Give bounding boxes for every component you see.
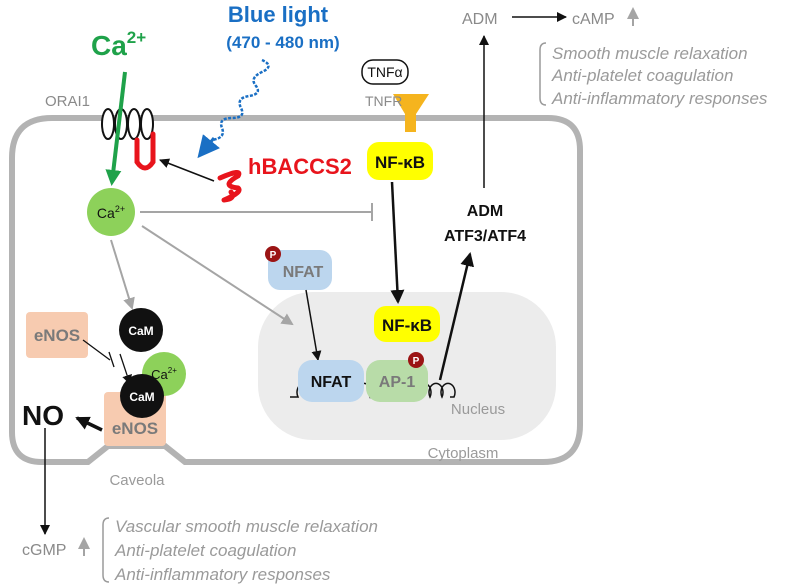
nfkb-nucleus-label: NF-κB [382, 316, 432, 335]
bottom-left-effect-3: Anti-inflammatory responses [114, 565, 331, 584]
nfkb-nucleus-box [374, 306, 440, 342]
atf-label: ATF3/ATF4 [444, 228, 526, 245]
nfat-phospho-dot [265, 246, 281, 262]
cytoplasm-label: Cytoplasm [428, 445, 499, 462]
nfkb-cytoplasm-label: NF-κB [375, 153, 425, 172]
blue-light-arrowhead [197, 134, 220, 159]
nucleus-label: Nucleus [451, 401, 505, 418]
enos-inactive-box [26, 312, 88, 358]
top-right-effect-1: Smooth muscle relaxation [552, 44, 748, 63]
cgmp-label: cGMP [22, 542, 66, 559]
ap1-phospho-p: P [413, 356, 420, 367]
nfat-phospho-label: NFAT [283, 264, 324, 281]
hbaccs2-coil-shape [217, 170, 242, 203]
bottom-left-effect-2: Anti-platelet coagulation [114, 541, 296, 560]
top-right-bracket [539, 42, 547, 106]
nfat-nucleus-box [298, 360, 364, 402]
top-right-adm-label: ADM [462, 11, 498, 28]
cam-free-node [119, 308, 163, 352]
blue-light-wave [211, 58, 270, 142]
tnfr-receptor [393, 94, 429, 132]
nfkb-translocation-arrow [390, 181, 405, 304]
ap1-phospho-dot [408, 352, 424, 368]
calcium-bound-label: Ca2+ [151, 366, 177, 382]
tnfr-label: TNFR [365, 93, 402, 109]
enos-inhibition-line [82, 339, 111, 361]
calcium-intracellular-node [87, 188, 135, 236]
nfat-nucleus-label: NFAT [311, 374, 352, 391]
top-right-effect-2: Anti-platelet coagulation [551, 66, 733, 85]
calcium-extracellular-label: Ca2+ [91, 28, 146, 61]
orai1-label: ORAI1 [45, 93, 90, 110]
nfkb-cytoplasm-box [367, 142, 433, 180]
top-right-camp-label: cAMP [572, 11, 615, 28]
nfat-translocation-arrow [305, 289, 322, 361]
cam-bound-node [120, 374, 164, 418]
cam-free-label: CaM [128, 324, 153, 338]
enos-to-no-arrow [75, 416, 103, 432]
tnf-alpha-label: TNFα [367, 64, 402, 80]
blue-light-range: (470 - 480 nm) [226, 33, 339, 52]
top-right-effect-3: Anti-inflammatory responses [551, 89, 768, 108]
enos-inactive-label: eNOS [34, 326, 80, 345]
stim-loop-shape [134, 131, 156, 171]
adm-label: ADM [467, 203, 503, 220]
calcium-influx-arrow [105, 71, 127, 186]
ap1-label: AP-1 [379, 374, 416, 391]
no-label: NO [22, 400, 64, 431]
hbaccs2-label: hBACCS2 [248, 154, 352, 179]
enos-inhibition-bar [108, 351, 115, 368]
calcium-intracellular-label: Ca2+ [97, 204, 125, 221]
nfat-phospho-box [268, 250, 332, 290]
tnf-alpha-box [361, 59, 409, 85]
bottom-left-effect-1: Vascular smooth muscle relaxation [115, 517, 378, 536]
cam-bound-label: CaM [129, 390, 154, 404]
calcium-to-nfat-arrow [141, 225, 294, 326]
blue-light-title: Blue light [228, 2, 329, 27]
nfat-phospho-p: P [270, 250, 277, 261]
gene-expression-arrow [438, 252, 475, 381]
ap1-box [366, 360, 428, 402]
enos-active-label: eNOS [112, 419, 158, 438]
calcium-to-cam-arrow [110, 239, 135, 310]
bottom-left-bracket [102, 517, 110, 583]
caveola-label: Caveola [109, 472, 165, 489]
hbaccs2-to-channel-arrow [159, 158, 215, 182]
